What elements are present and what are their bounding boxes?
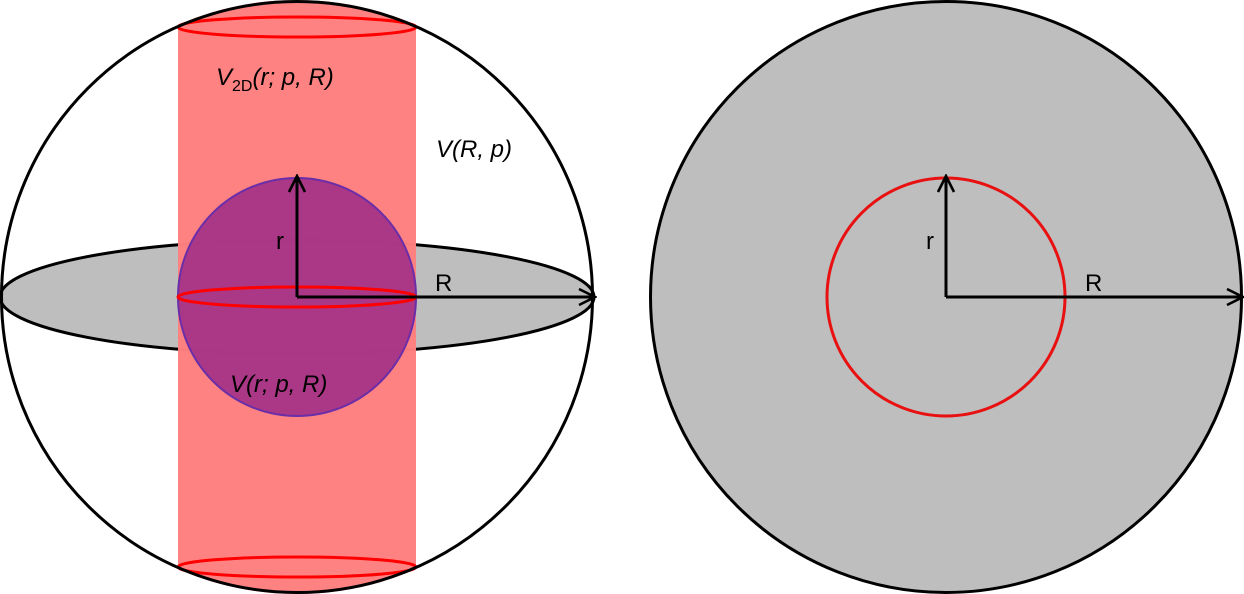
radius-r-label: r [276, 228, 284, 255]
big-sphere-volume-label: V(R, p) [436, 136, 512, 163]
cylinder-volume-label: V2D(r; p, R) [216, 64, 334, 95]
right-panel: r R [649, 0, 1244, 594]
left-panel: V2D(r; p, R) V(R, p) V(r; p, R) r R [0, 0, 595, 594]
radius-r-label: r [926, 228, 934, 255]
radius-R-label: R [1085, 270, 1102, 297]
radius-R-label: R [435, 270, 452, 297]
small-sphere-volume-label: V(r; p, R) [230, 371, 327, 398]
